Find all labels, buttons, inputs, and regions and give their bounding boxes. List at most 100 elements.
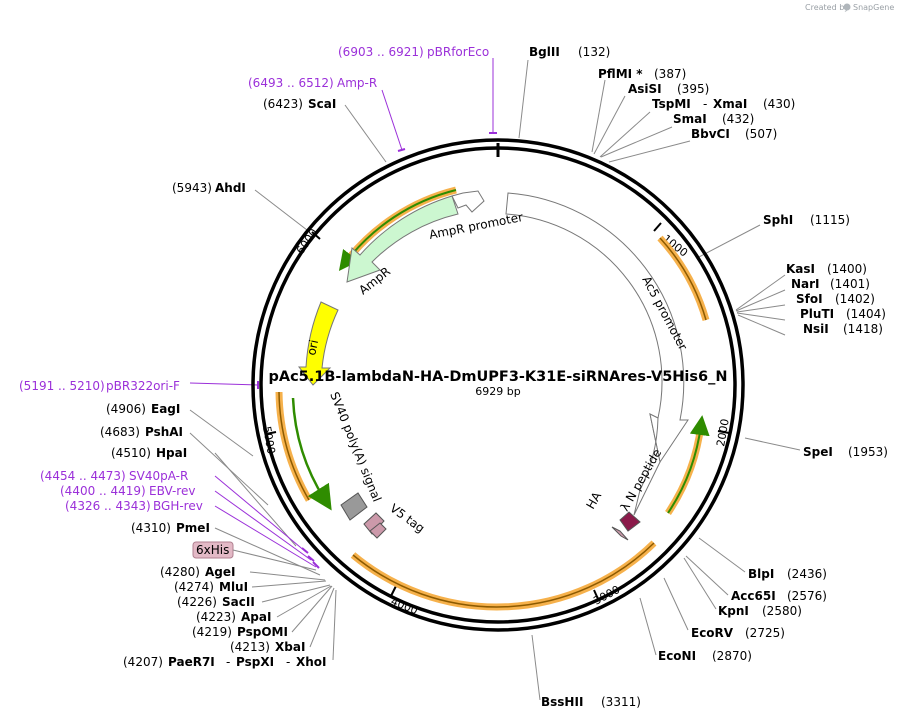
site-pos: (2576)	[787, 589, 827, 603]
left-site-labels: (6423) ScaI (5943) AhdI (4906) EagI (468…	[100, 97, 336, 669]
site-name[interactable]: PshAI	[145, 425, 183, 439]
site-name[interactable]: PmeI	[176, 521, 210, 535]
site-name[interactable]: NarI	[791, 277, 820, 291]
credit-brand: SnapGene	[853, 3, 894, 12]
his-tag-leader	[232, 549, 317, 571]
site-pos: (4219)	[192, 625, 232, 639]
orf-mid-arrow	[667, 415, 710, 514]
site-pos: (1400)	[827, 262, 867, 276]
site-name[interactable]: TspMI	[652, 97, 691, 111]
site-sep: -	[226, 655, 230, 669]
v5-tag-arrow	[363, 512, 385, 535]
site-name[interactable]: KasI	[786, 262, 815, 276]
site-pos: (2725)	[745, 626, 785, 640]
site-name[interactable]: PspOMI	[237, 625, 288, 639]
site-name-2[interactable]: PspXI	[236, 655, 274, 669]
primer-pos: (5191 .. 5210)	[19, 379, 105, 393]
ori-arrow	[297, 301, 339, 386]
site-pos: (4226)	[177, 595, 217, 609]
site-name[interactable]: EcoNI	[658, 649, 696, 663]
primer-marks	[257, 132, 497, 569]
site-name[interactable]: PluTI	[800, 307, 834, 321]
primer-leaders	[189, 58, 494, 568]
site-name[interactable]: SacII	[222, 595, 255, 609]
primer-name[interactable]: Amp-R	[337, 76, 377, 90]
site-pos: (1953)	[848, 445, 888, 459]
ampr-arrow	[346, 195, 459, 283]
site-pos: (3311)	[601, 695, 641, 709]
label-lambda-n: λ N peptide	[617, 446, 664, 513]
tick-5000: 5000	[260, 425, 278, 455]
site-pos: (2580)	[762, 604, 802, 618]
site-name[interactable]: EcoRV	[691, 626, 734, 640]
site-name[interactable]: EagI	[151, 402, 180, 416]
tick-2000: 2000	[714, 418, 732, 448]
site-name-3[interactable]: XhoI	[296, 655, 327, 669]
label-ha: HA	[583, 489, 604, 512]
v5-tag-arrow-2	[369, 522, 387, 539]
site-name[interactable]: BlpI	[748, 567, 774, 581]
site-name[interactable]: MluI	[219, 580, 248, 594]
primer-name[interactable]: pBR322ori-F	[106, 379, 180, 393]
site-name[interactable]: SphI	[763, 213, 793, 227]
site-pos: (4906)	[106, 402, 146, 416]
site-pos: (4310)	[131, 521, 171, 535]
primer-pos: (6493 .. 6512)	[248, 76, 334, 90]
site-name[interactable]: NsiI	[803, 322, 829, 336]
site-name[interactable]: AhdI	[215, 181, 246, 195]
site-pos: (1418)	[843, 322, 883, 336]
site-pos: (1401)	[830, 277, 870, 291]
snapgene-logo-icon	[843, 3, 851, 11]
orf-right-line	[659, 237, 707, 321]
primer-pos: (4400 .. 4419)	[60, 484, 146, 498]
backbone-outer	[251, 138, 745, 632]
site-pos: (395)	[677, 82, 709, 96]
orf-left-line	[278, 391, 310, 501]
site-pos: (6423)	[263, 97, 303, 111]
orf-bottom-line	[352, 542, 655, 608]
orf-left-arrow	[291, 397, 332, 511]
lambda-n-arrow	[619, 511, 641, 532]
site-name[interactable]: AgeI	[205, 565, 235, 579]
site-name[interactable]: PaeR7I	[168, 655, 215, 669]
site-pos: (507)	[745, 127, 777, 141]
site-name[interactable]: KpnI	[718, 604, 749, 618]
site-pos: (4510)	[111, 446, 151, 460]
his-tag-label: 6xHis	[196, 543, 229, 557]
site-pos: (4280)	[160, 565, 200, 579]
site-name[interactable]: SfoI	[796, 292, 823, 306]
primer-labels: (6903 .. 6921) pBRforEco (6493 .. 6512) …	[19, 45, 489, 513]
site-leaders-right	[518, 59, 801, 701]
site-name[interactable]: SmaI	[673, 112, 707, 126]
primer-name[interactable]: pBRforEco	[427, 45, 489, 59]
ring-ticks	[265, 222, 730, 600]
plasmid-size: 6929 bp	[475, 385, 520, 398]
primer-name[interactable]: BGH-rev	[153, 499, 203, 513]
site-pos: (2870)	[712, 649, 752, 663]
site-name[interactable]: BglII	[529, 45, 560, 59]
site-pos: (4207)	[123, 655, 163, 669]
label-v5: V5 tag	[387, 501, 427, 535]
site-name-2[interactable]: XmaI	[713, 97, 747, 111]
primer-name[interactable]: EBV-rev	[149, 484, 195, 498]
primer-name[interactable]: SV40pA-R	[129, 469, 188, 483]
site-name[interactable]: HpaI	[156, 446, 187, 460]
site-pos: (5943)	[172, 181, 212, 195]
site-name[interactable]: Acc65I	[731, 589, 776, 603]
site-name[interactable]: ScaI	[308, 97, 336, 111]
site-name[interactable]: ApaI	[241, 610, 271, 624]
site-name[interactable]: AsiSI	[628, 82, 662, 96]
sv40-polya-box	[340, 492, 368, 521]
site-pos: (430)	[763, 97, 795, 111]
site-name[interactable]: BssHII	[541, 695, 583, 709]
site-pos: (4213)	[230, 640, 270, 654]
site-name[interactable]: PflMI *	[598, 67, 643, 81]
site-pos: (1402)	[835, 292, 875, 306]
site-name[interactable]: SpeI	[803, 445, 833, 459]
site-name[interactable]: BbvCI	[691, 127, 730, 141]
site-pos: (432)	[722, 112, 754, 126]
site-pos: (387)	[654, 67, 686, 81]
plasmid-title: pAc5.1B-lambdaN-HA-DmUPF3-K31E-siRNAres-…	[268, 369, 727, 385]
site-name[interactable]: XbaI	[275, 640, 305, 654]
